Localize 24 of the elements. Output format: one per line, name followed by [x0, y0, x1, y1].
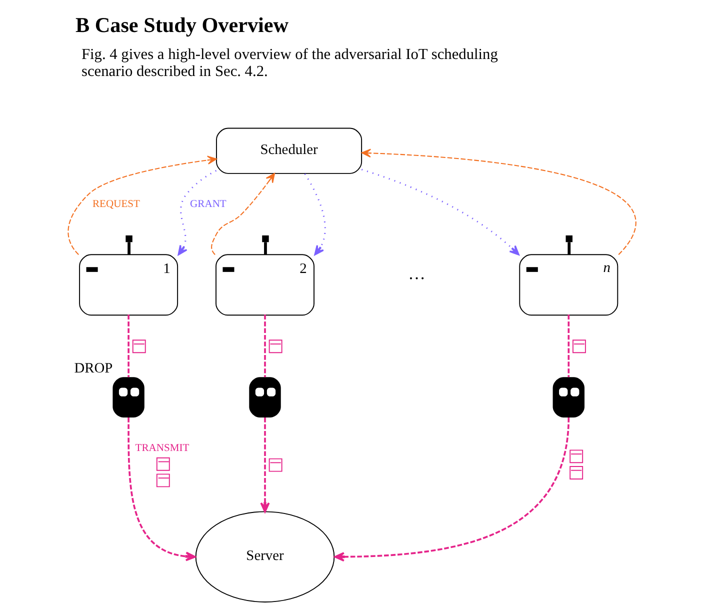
arrow	[67, 156, 216, 255]
connector	[567, 314, 586, 378]
node-ellipse: Server	[194, 511, 334, 602]
node-box: Scheduler	[216, 128, 362, 174]
node-ghost	[248, 377, 280, 418]
arrow	[210, 172, 275, 255]
arrow	[334, 417, 583, 562]
arrow	[360, 168, 519, 256]
node-ghost	[112, 377, 144, 418]
edge-label: REQUEST	[92, 198, 140, 210]
arrow	[260, 418, 282, 513]
node-label: DROP	[74, 360, 112, 376]
arrow	[127, 418, 196, 562]
diagram-title: B Case Study Overview	[75, 12, 288, 37]
label: Fig. 4 gives a high-level overview of the adversarial IoT scheduling scenario described in Sec. 4.2.	[80, 46, 498, 80]
edge-label: GRANT	[190, 198, 226, 210]
arrow	[360, 148, 636, 255]
arrow	[177, 170, 216, 256]
connector	[264, 314, 282, 378]
node-ghost	[552, 377, 584, 418]
connector	[127, 314, 146, 378]
arrow	[304, 173, 326, 256]
edge-label: TRANSMIT	[134, 442, 189, 454]
label: …	[408, 264, 425, 284]
